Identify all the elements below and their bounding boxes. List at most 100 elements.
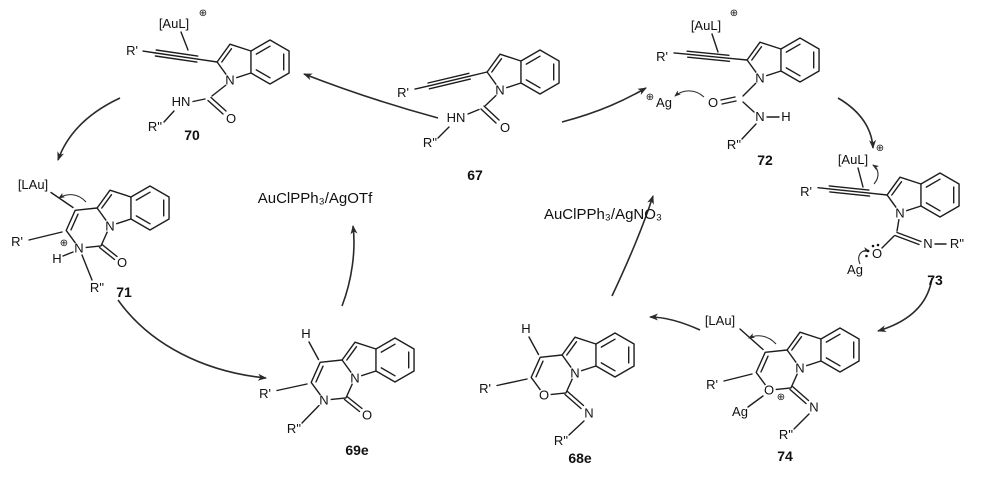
indole-ring: [746, 37, 820, 83]
indole-n-label: N: [755, 70, 764, 85]
compound-number: 68e: [568, 450, 592, 466]
imine-n-label: N: [584, 405, 593, 420]
r-double-prime-label: R'': [287, 421, 301, 436]
catalyst-right-label: AuClPPh₃/AgNO₃: [543, 206, 663, 223]
arrow-73-to-74: [877, 277, 933, 333]
arrow-70-to-71: [57, 97, 121, 161]
compound-number: 69e: [345, 442, 369, 458]
ring-n-label: N: [319, 393, 328, 408]
silver-plus-charge: ⊕: [646, 92, 654, 103]
arrow-74-to-68e: [649, 313, 701, 331]
arrow-67-to-72: [561, 87, 647, 123]
compound-number: 70: [184, 127, 200, 143]
vinyl-h-label: H: [301, 326, 310, 341]
tricyclic-ring: [755, 327, 860, 391]
carbonyl-o-label: O: [500, 120, 510, 135]
compound-69e: H R' N R'' N O 69e: [259, 326, 415, 458]
r-double-prime-label: R'': [779, 427, 793, 442]
substituent-bonds: [28, 191, 118, 281]
silver-label: Ag: [732, 404, 748, 419]
substituent-bonds: [496, 336, 585, 436]
r-prime-label: R': [479, 381, 491, 396]
compound-70: [AuL] ⊕ R' N HN R'' O 70: [126, 8, 290, 143]
amide-n-label: N: [755, 109, 764, 124]
tricyclic-ring: [530, 332, 635, 396]
r-prime-label: R': [259, 386, 271, 401]
arrow-71-to-69e: [117, 299, 267, 381]
electron-arrow-alkyne: [872, 164, 879, 185]
compound-72: [AuL] ⊕ R' N O ⊕ Ag N H R'' 72: [646, 8, 820, 168]
amide-hn-label: HN: [447, 110, 466, 125]
r-prime-label: R': [706, 377, 718, 392]
fused-n-label: N: [350, 370, 359, 385]
vinyl-h-label: H: [521, 321, 530, 336]
plus-charge: ⊕: [876, 143, 884, 154]
substituent-bonds: [276, 341, 363, 424]
r-prime-label: R': [126, 43, 138, 58]
alkyne-bond: [142, 31, 218, 63]
imine-n-label: N: [923, 236, 932, 251]
arrow-69e-to-catalyst-left: [341, 225, 358, 307]
r-double-prime-label: R'': [423, 135, 437, 150]
amide-hn-label: HN: [172, 94, 191, 109]
n-h-label: H: [52, 251, 61, 266]
fused-n-label: N: [105, 218, 114, 233]
gold-ligand-label: [AuL]: [838, 152, 868, 167]
carbonyl-o-label: O: [117, 255, 127, 270]
imino-ether-bonds: [881, 218, 947, 249]
compound-68e: H R' O N N R'' 68e: [479, 321, 635, 466]
fused-n-label: N: [570, 365, 579, 380]
plus-charge: ⊕: [199, 8, 207, 19]
carbonyl-o-label: O: [872, 246, 882, 261]
gold-ligand-label: [AuL]: [691, 18, 721, 33]
r-prime-label: R': [11, 234, 23, 249]
indole-n-label: N: [225, 72, 234, 87]
compound-number: 73: [927, 272, 943, 288]
r-prime-label: R': [656, 49, 668, 64]
arrow-67-to-70: [303, 73, 439, 119]
alkyne-bond: [817, 167, 888, 197]
r-prime-label: R': [800, 184, 812, 199]
ring-n-label: N: [74, 241, 83, 256]
r-double-prime-label: R'': [554, 433, 568, 448]
plus-charge: ⊕: [730, 8, 738, 19]
silver-label: Ag: [656, 95, 672, 110]
electron-arrow: [58, 192, 87, 203]
compound-74: [LAu] R' O ⊕ Ag N N R'' 74: [705, 313, 860, 464]
compound-number: 72: [757, 152, 773, 168]
tricyclic-ring: [310, 337, 415, 401]
r-double-prime-label: R'': [90, 280, 104, 295]
electron-arrow: [748, 333, 777, 345]
tricyclic-ring: [65, 185, 170, 249]
arrow-68e-to-catalyst-right: [611, 195, 654, 297]
carbonyl-o-label: O: [362, 407, 372, 422]
carbonyl-o-label: O: [226, 111, 236, 126]
carbonyl-o-label: O: [708, 95, 718, 110]
alkyne-bond: [414, 71, 488, 90]
electron-arrow-o-to-ag: [674, 90, 705, 98]
compound-73: [AuL] ⊕ R' N N R'' O Ag 73: [800, 143, 964, 288]
r-prime-label: R': [397, 85, 409, 100]
compound-number: 67: [467, 167, 483, 183]
plus-charge: ⊕: [777, 392, 785, 403]
substituent-bonds: [723, 328, 810, 430]
gold-ligand-label: [LAu]: [18, 177, 48, 192]
carbamide-bonds: [163, 84, 227, 123]
carbamide-bonds: [437, 94, 500, 139]
silver-label: Ag: [847, 262, 863, 277]
fused-n-label: N: [795, 360, 804, 375]
plus-charge: ⊕: [60, 238, 68, 249]
indole-ring: [486, 49, 560, 95]
amide-h-label: H: [781, 109, 790, 124]
gold-ligand-label: [LAu]: [705, 313, 735, 328]
r-double-prime-label: R'': [950, 236, 964, 251]
compound-71: [LAu] R' N ⊕ H R'' N O 71: [11, 177, 170, 300]
compound-number: 74: [777, 448, 793, 464]
indole-n-label: N: [495, 82, 504, 97]
r-double-prime-label: R'': [148, 119, 162, 134]
compound-67: R' N HN R'' O 67: [397, 49, 560, 183]
gold-ligand-label: [AuL]: [159, 16, 189, 31]
carbamide-bonds: [720, 82, 780, 140]
